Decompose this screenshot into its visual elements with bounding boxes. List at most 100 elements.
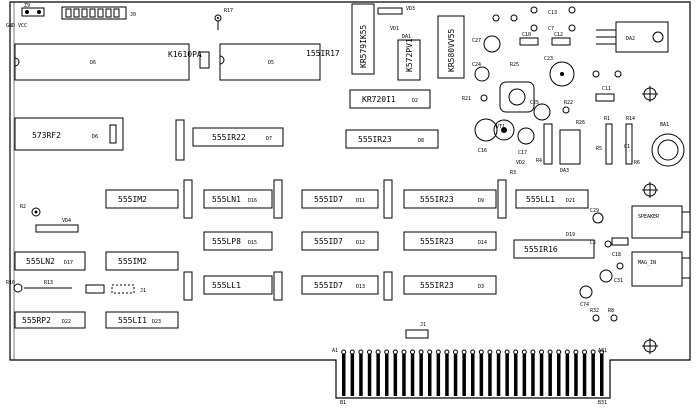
connector-finger xyxy=(505,354,509,396)
chip-555ir23-d14: 555IR23 D14 xyxy=(403,231,497,251)
chip-ref-d5: D5 xyxy=(268,60,274,66)
connector-finger xyxy=(557,354,561,396)
connector-finger xyxy=(514,354,518,396)
chip-label-555rp2: 555RP2 xyxy=(22,316,51,325)
chip-ref-d14: D14 xyxy=(478,240,487,246)
jumper-pin xyxy=(105,8,112,18)
c12-label: C12 xyxy=(554,32,563,38)
connector-pad xyxy=(367,349,372,355)
r32-label: R32 xyxy=(590,308,599,314)
chip-555im2-d10: 555IM2 xyxy=(105,189,179,209)
chip-555id7-d11: 555ID7 D11 xyxy=(301,189,379,209)
chip-label-kr580vv55: KR580VV55 xyxy=(447,28,456,72)
mag-in-label: MAG_IN xyxy=(638,260,656,266)
connector-finger xyxy=(453,354,458,396)
connector-pad xyxy=(427,349,433,355)
r17-label: R17 xyxy=(224,8,233,14)
c74-label: C74 xyxy=(580,302,589,308)
chip-ref-d6b: D6 xyxy=(92,134,98,140)
connector-finger xyxy=(376,354,380,396)
r4-label: R4 xyxy=(536,158,542,164)
connector-finger xyxy=(496,354,501,396)
connector-pad xyxy=(461,349,467,355)
r13-label: R13 xyxy=(44,280,53,286)
connector-pad xyxy=(384,349,390,355)
vd4-label: VD4 xyxy=(62,218,71,224)
c13-label: C13 xyxy=(548,10,557,16)
chip-555ir16: 555IR16 D19 xyxy=(513,232,595,259)
c1-label: C1 xyxy=(624,144,630,150)
connector-finger xyxy=(367,354,372,396)
chip-label-555li1: 555LI1 xyxy=(118,316,147,325)
chip-label-kr579ik55: KR579IK55 xyxy=(359,24,368,68)
c24-label: C24 xyxy=(472,62,481,68)
chip-d3-vertical: KR580VV55 xyxy=(437,15,465,79)
connector-pad xyxy=(556,349,562,355)
connector-z9: Z9 GND VCC xyxy=(6,3,45,29)
chip-555ln2: 555LN2 D17 xyxy=(14,251,86,271)
jumper-pin xyxy=(81,8,88,18)
connector-pad xyxy=(521,349,527,355)
c11-label: C11 xyxy=(602,86,611,92)
vd2-label: VD2 xyxy=(516,160,525,166)
da1-label: DA1 xyxy=(402,34,411,40)
connector-finger xyxy=(436,354,441,396)
chip-ref-d7: D7 xyxy=(266,136,272,142)
connector-pad xyxy=(582,349,587,355)
connector-finger xyxy=(600,354,604,396)
chip-ref-d15: D15 xyxy=(248,240,257,246)
chip-d5: 155IR17 D5 xyxy=(219,43,340,81)
chip-label-555im2-b: 555IM2 xyxy=(118,257,147,266)
chip-ref-d19: D19 xyxy=(566,232,575,238)
edge-connector: J1 B1 B31 A1 A31 xyxy=(332,322,607,406)
connector-finger xyxy=(479,354,484,396)
c7-label: C7 xyxy=(548,26,554,32)
connector-pad xyxy=(453,349,458,355)
j0-label: J0 xyxy=(130,12,136,18)
connector-pad xyxy=(375,349,381,355)
jack-mag-in: MAG_IN xyxy=(631,251,691,287)
chip-label-555ir23-c: 555IR23 xyxy=(420,237,454,246)
c18-label: C18 xyxy=(612,252,621,258)
connector-finger xyxy=(531,354,535,396)
r22-label: R22 xyxy=(564,100,573,106)
chip-555ir23-d9: 555IR23 D9 xyxy=(403,189,497,209)
chip-555ir23-d8: 555IR23 D8 xyxy=(345,129,439,149)
r8-label: R8 xyxy=(608,308,614,314)
ba1-label: BA1 xyxy=(660,122,669,128)
c16-label: C16 xyxy=(478,148,487,154)
chip-d6-top: D6 xyxy=(14,43,190,81)
connector-pad xyxy=(341,349,347,355)
c10-label: C10 xyxy=(522,32,531,38)
connector-pad xyxy=(590,349,596,355)
chip-label-k1610pa: K1610PA xyxy=(168,50,202,59)
connector-finger xyxy=(342,354,346,396)
chip-555id7-d13: 555ID7 D13 xyxy=(301,275,379,295)
chip-573rf2: 573RF2 D6 xyxy=(14,117,124,151)
connector-pad xyxy=(418,349,424,355)
connector-pad xyxy=(513,349,519,355)
connector-finger xyxy=(548,354,552,396)
r5-label: R5 xyxy=(596,146,602,152)
c5-label: C5 xyxy=(590,240,596,246)
chip-555ir23-d3: 555IR23 D3 xyxy=(403,275,497,295)
connector-pad xyxy=(444,349,450,355)
chip-555ll1-d21: 555LL1 D21 xyxy=(515,189,589,209)
connector-finger xyxy=(419,354,423,396)
chip-ref-d8: D8 xyxy=(418,138,424,144)
chip-label-555id7-b: 555ID7 xyxy=(314,237,343,246)
chip-d4-vertical: KR579IK55 xyxy=(351,3,375,75)
chip-label-k572pv1: K572PV1 xyxy=(405,38,414,72)
connector-pad xyxy=(564,349,570,355)
chip-ref-d6: D6 xyxy=(90,60,96,66)
j1-label-a: J1 xyxy=(140,288,146,294)
connector-finger xyxy=(591,354,595,396)
chip-label-555ir23-d: 555IR23 xyxy=(420,281,454,290)
connector-b31-label: B31 xyxy=(598,400,607,406)
r25-label: R25 xyxy=(510,62,519,68)
chip-label-555ir23-a: 555IR23 xyxy=(358,135,392,144)
c25-label: C25 xyxy=(530,100,539,106)
connector-finger xyxy=(574,354,578,396)
chip-ref-d12: D12 xyxy=(356,240,365,246)
connector-finger xyxy=(488,354,492,396)
